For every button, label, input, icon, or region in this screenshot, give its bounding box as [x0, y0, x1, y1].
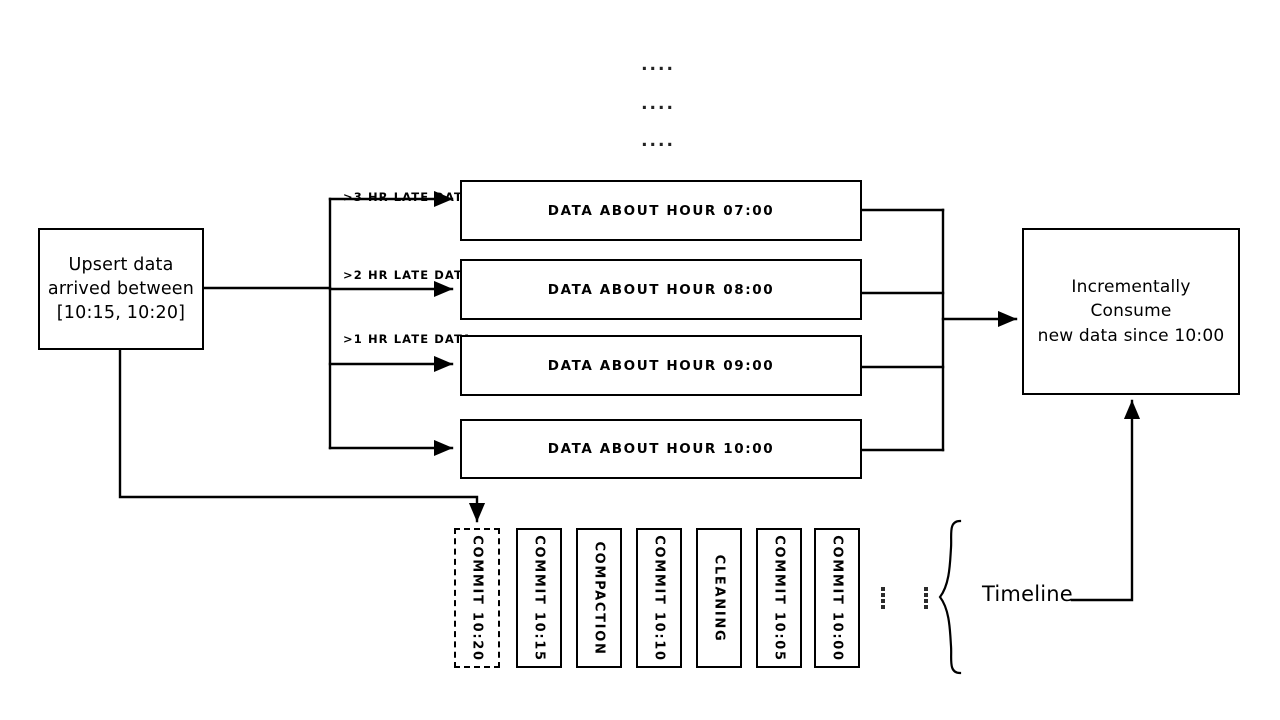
commit-box-10-20[interactable]: COMMIT 10:20: [454, 528, 500, 668]
commit-box-10-15[interactable]: COMMIT 10:15: [516, 528, 562, 668]
incrementally-consume-box[interactable]: Incrementally Consume new data since 10:…: [1022, 228, 1240, 395]
data-about-hour-10-box[interactable]: DATA ABOUT HOUR 10:00: [460, 419, 862, 479]
ellipsis-dot: [881, 593, 885, 597]
commit-box-10-10[interactable]: COMMIT 10:10: [636, 528, 682, 668]
commit-box-label: COMMIT 10:15: [531, 534, 547, 662]
commit-box-label: COMMIT 10:20: [469, 534, 485, 662]
vertical-ellipsis-top-3: ....: [641, 131, 675, 151]
hour-box-label: DATA ABOUT HOUR 08:00: [547, 281, 775, 298]
data-about-hour-08-box[interactable]: DATA ABOUT HOUR 08:00: [460, 259, 862, 320]
vertical-ellipsis-top-2: ....: [641, 94, 675, 114]
timeline-ellipsis-1: [881, 587, 885, 609]
commit-box-10-05[interactable]: COMMIT 10:05: [756, 528, 802, 668]
edge-label-late-2hr: >2 HR LATE DATA: [343, 268, 473, 282]
commit-box-label: COMMIT 10:10: [651, 534, 667, 662]
consume-line-1: Incrementally Consume: [1071, 276, 1191, 322]
upsert-line-2: arrived between: [47, 278, 195, 299]
timeline-brace: [938, 519, 962, 675]
timeline-bracket-label: Timeline: [982, 582, 1073, 606]
upsert-line-3: [10:15, 10:20]: [56, 303, 186, 324]
edge-label-late-3hr: >3 HR LATE DATA: [343, 190, 473, 204]
ellipsis-dot: [881, 605, 885, 609]
ellipsis-dot: [924, 593, 928, 597]
vertical-ellipsis-top-1: ....: [641, 55, 675, 75]
upsert-data-box[interactable]: Upsert data arrived between [10:15, 10:2…: [38, 228, 204, 350]
commit-box-label: COMPACTION: [591, 540, 607, 656]
commit-box-label: COMMIT 10:00: [829, 534, 845, 662]
edge-label-late-1hr: >1 HR LATE DATA: [343, 332, 473, 346]
hour-box-label: DATA ABOUT HOUR 07:00: [547, 202, 775, 219]
ellipsis-dot: [881, 587, 885, 591]
hour-box-label: DATA ABOUT HOUR 10:00: [547, 441, 775, 457]
ellipsis-dot: [924, 605, 928, 609]
timeline-ellipsis-2: [924, 587, 928, 609]
commit-box-10-00[interactable]: COMMIT 10:00: [814, 528, 860, 668]
consume-line-2: new data since 10:00: [1037, 325, 1225, 346]
commit-box-label: CLEANING: [711, 554, 727, 642]
ellipsis-dot: [924, 599, 928, 603]
upsert-line-1: Upsert data: [68, 254, 174, 275]
wire-timeline-to-consume: [1070, 399, 1141, 602]
hour-box-label: DATA ABOUT HOUR 09:00: [547, 357, 775, 374]
commit-box-cleaning[interactable]: CLEANING: [696, 528, 742, 668]
wire-upsert-to-commit: [118, 348, 486, 523]
commit-box-compaction[interactable]: COMPACTION: [576, 528, 622, 668]
data-about-hour-09-box[interactable]: DATA ABOUT HOUR 09:00: [460, 335, 862, 396]
commit-box-label: COMMIT 10:05: [771, 534, 787, 662]
ellipsis-dot: [924, 587, 928, 591]
ellipsis-dot: [881, 599, 885, 603]
data-about-hour-07-box[interactable]: DATA ABOUT HOUR 07:00: [460, 180, 862, 241]
